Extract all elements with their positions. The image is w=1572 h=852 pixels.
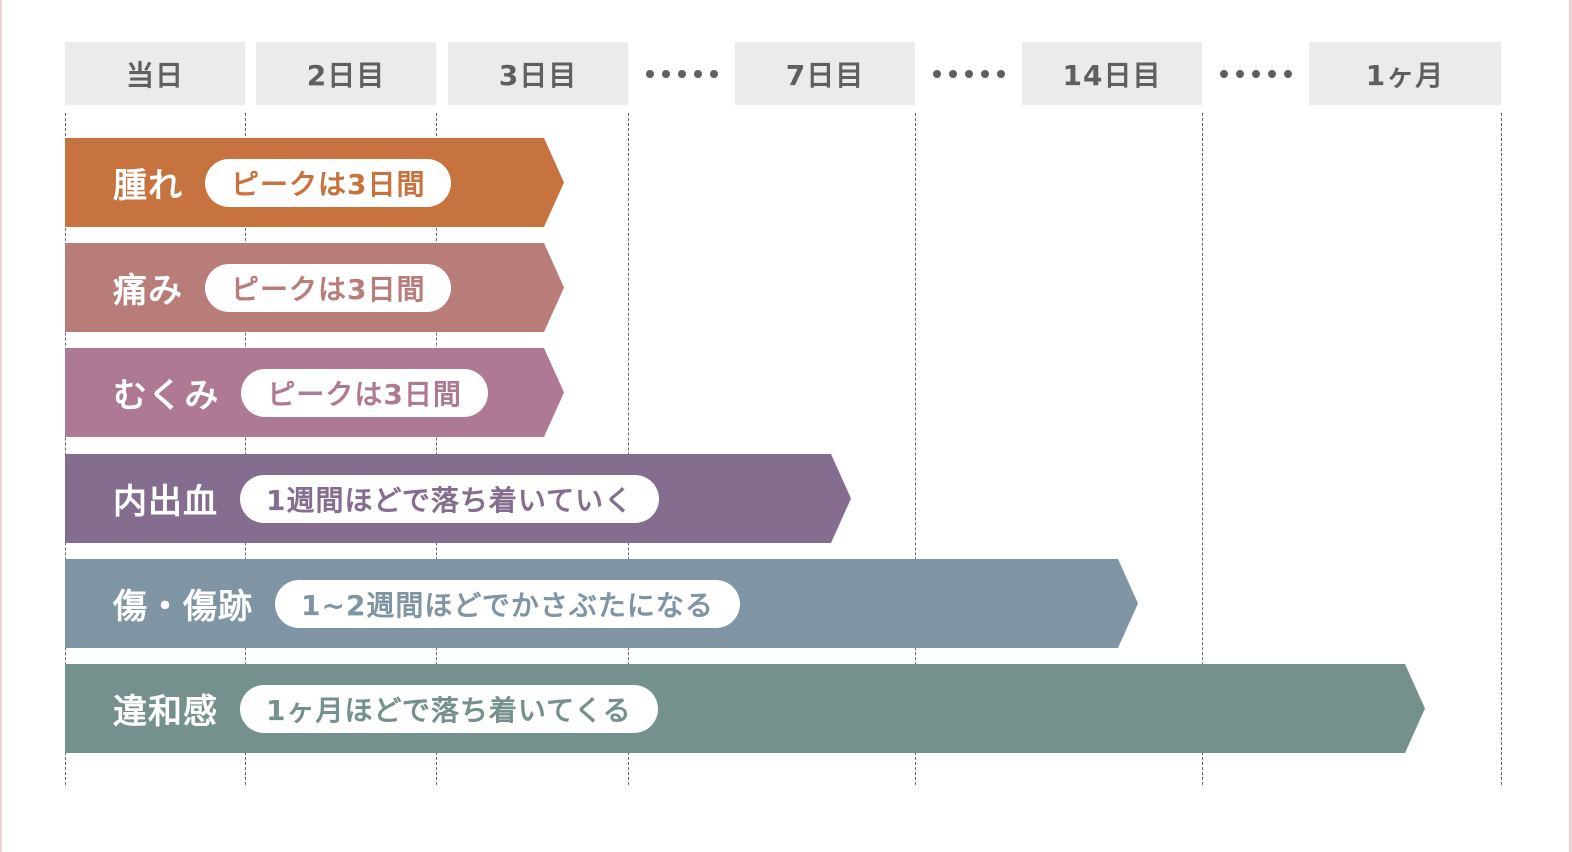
symptom-bar: むくみピークは3日間 <box>65 348 564 437</box>
dashed-gridline <box>915 113 916 785</box>
symptom-note-badge: 1~2週間ほどでかさぶたになる <box>275 579 740 628</box>
symptom-bar: 違和感 1ヶ月ほどで落ち着いてくる <box>65 664 1425 753</box>
timeline-column-header: 14日目 <box>1022 42 1202 105</box>
dashed-gridline <box>1202 113 1203 785</box>
symptom-bar: 腫れピークは3日間 <box>65 138 564 227</box>
dashed-gridline <box>436 113 437 785</box>
symptom-note-badge: 1ヶ月ほどで落ち着いてくる <box>240 684 658 733</box>
symptom-note-badge: ピークは3日間 <box>241 368 488 417</box>
dot-icon <box>1267 69 1276 78</box>
symptom-label: 腫れ <box>113 166 183 206</box>
symptom-label: 違和感 <box>113 692 218 732</box>
dot-icon <box>661 69 670 78</box>
dashed-gridline <box>1501 113 1502 785</box>
timeline-column-header: 当日 <box>65 42 245 105</box>
symptom-note-badge: ピークは3日間 <box>205 158 452 207</box>
symptom-note-badge: ピークは3日間 <box>205 263 452 312</box>
dashed-gridline <box>628 113 629 785</box>
timeline-column-header: 1ヶ月 <box>1309 42 1501 105</box>
symptom-bar: 内出血 1週間ほどで落ち着いていく <box>65 454 851 543</box>
dashed-gridline <box>65 113 66 785</box>
symptom-label: 内出血 <box>113 482 218 522</box>
ellipsis-dots-icon <box>628 42 735 105</box>
page-right-edge <box>1569 0 1572 852</box>
page-left-edge <box>0 0 2 852</box>
ellipsis-dots-icon <box>915 42 1022 105</box>
dot-icon <box>948 69 957 78</box>
dot-icon <box>1251 69 1260 78</box>
symptom-note-badge: 1週間ほどで落ち着いていく <box>240 474 660 523</box>
dot-icon <box>932 69 941 78</box>
timeline-column-header: 2日目 <box>256 42 436 105</box>
symptom-label: 痛み <box>113 271 183 311</box>
dot-icon <box>645 69 654 78</box>
dot-icon <box>980 69 989 78</box>
timeline-column-header: 7日目 <box>735 42 915 105</box>
dot-icon <box>1283 69 1292 78</box>
symptom-label: むくみ <box>113 376 220 416</box>
ellipsis-dots-icon <box>1202 42 1309 105</box>
dot-icon <box>996 69 1005 78</box>
dot-icon <box>964 69 973 78</box>
dot-icon <box>709 69 718 78</box>
dot-icon <box>1235 69 1244 78</box>
symptom-label: 傷・傷跡 <box>113 587 253 627</box>
dot-icon <box>1219 69 1228 78</box>
dot-icon <box>693 69 702 78</box>
dot-icon <box>677 69 686 78</box>
symptom-bar: 痛みピークは3日間 <box>65 243 564 332</box>
symptom-bar: 傷・傷跡 1~2週間ほどでかさぶたになる <box>65 559 1138 648</box>
timeline-column-header: 3日目 <box>448 42 628 105</box>
dashed-gridline <box>245 113 246 785</box>
